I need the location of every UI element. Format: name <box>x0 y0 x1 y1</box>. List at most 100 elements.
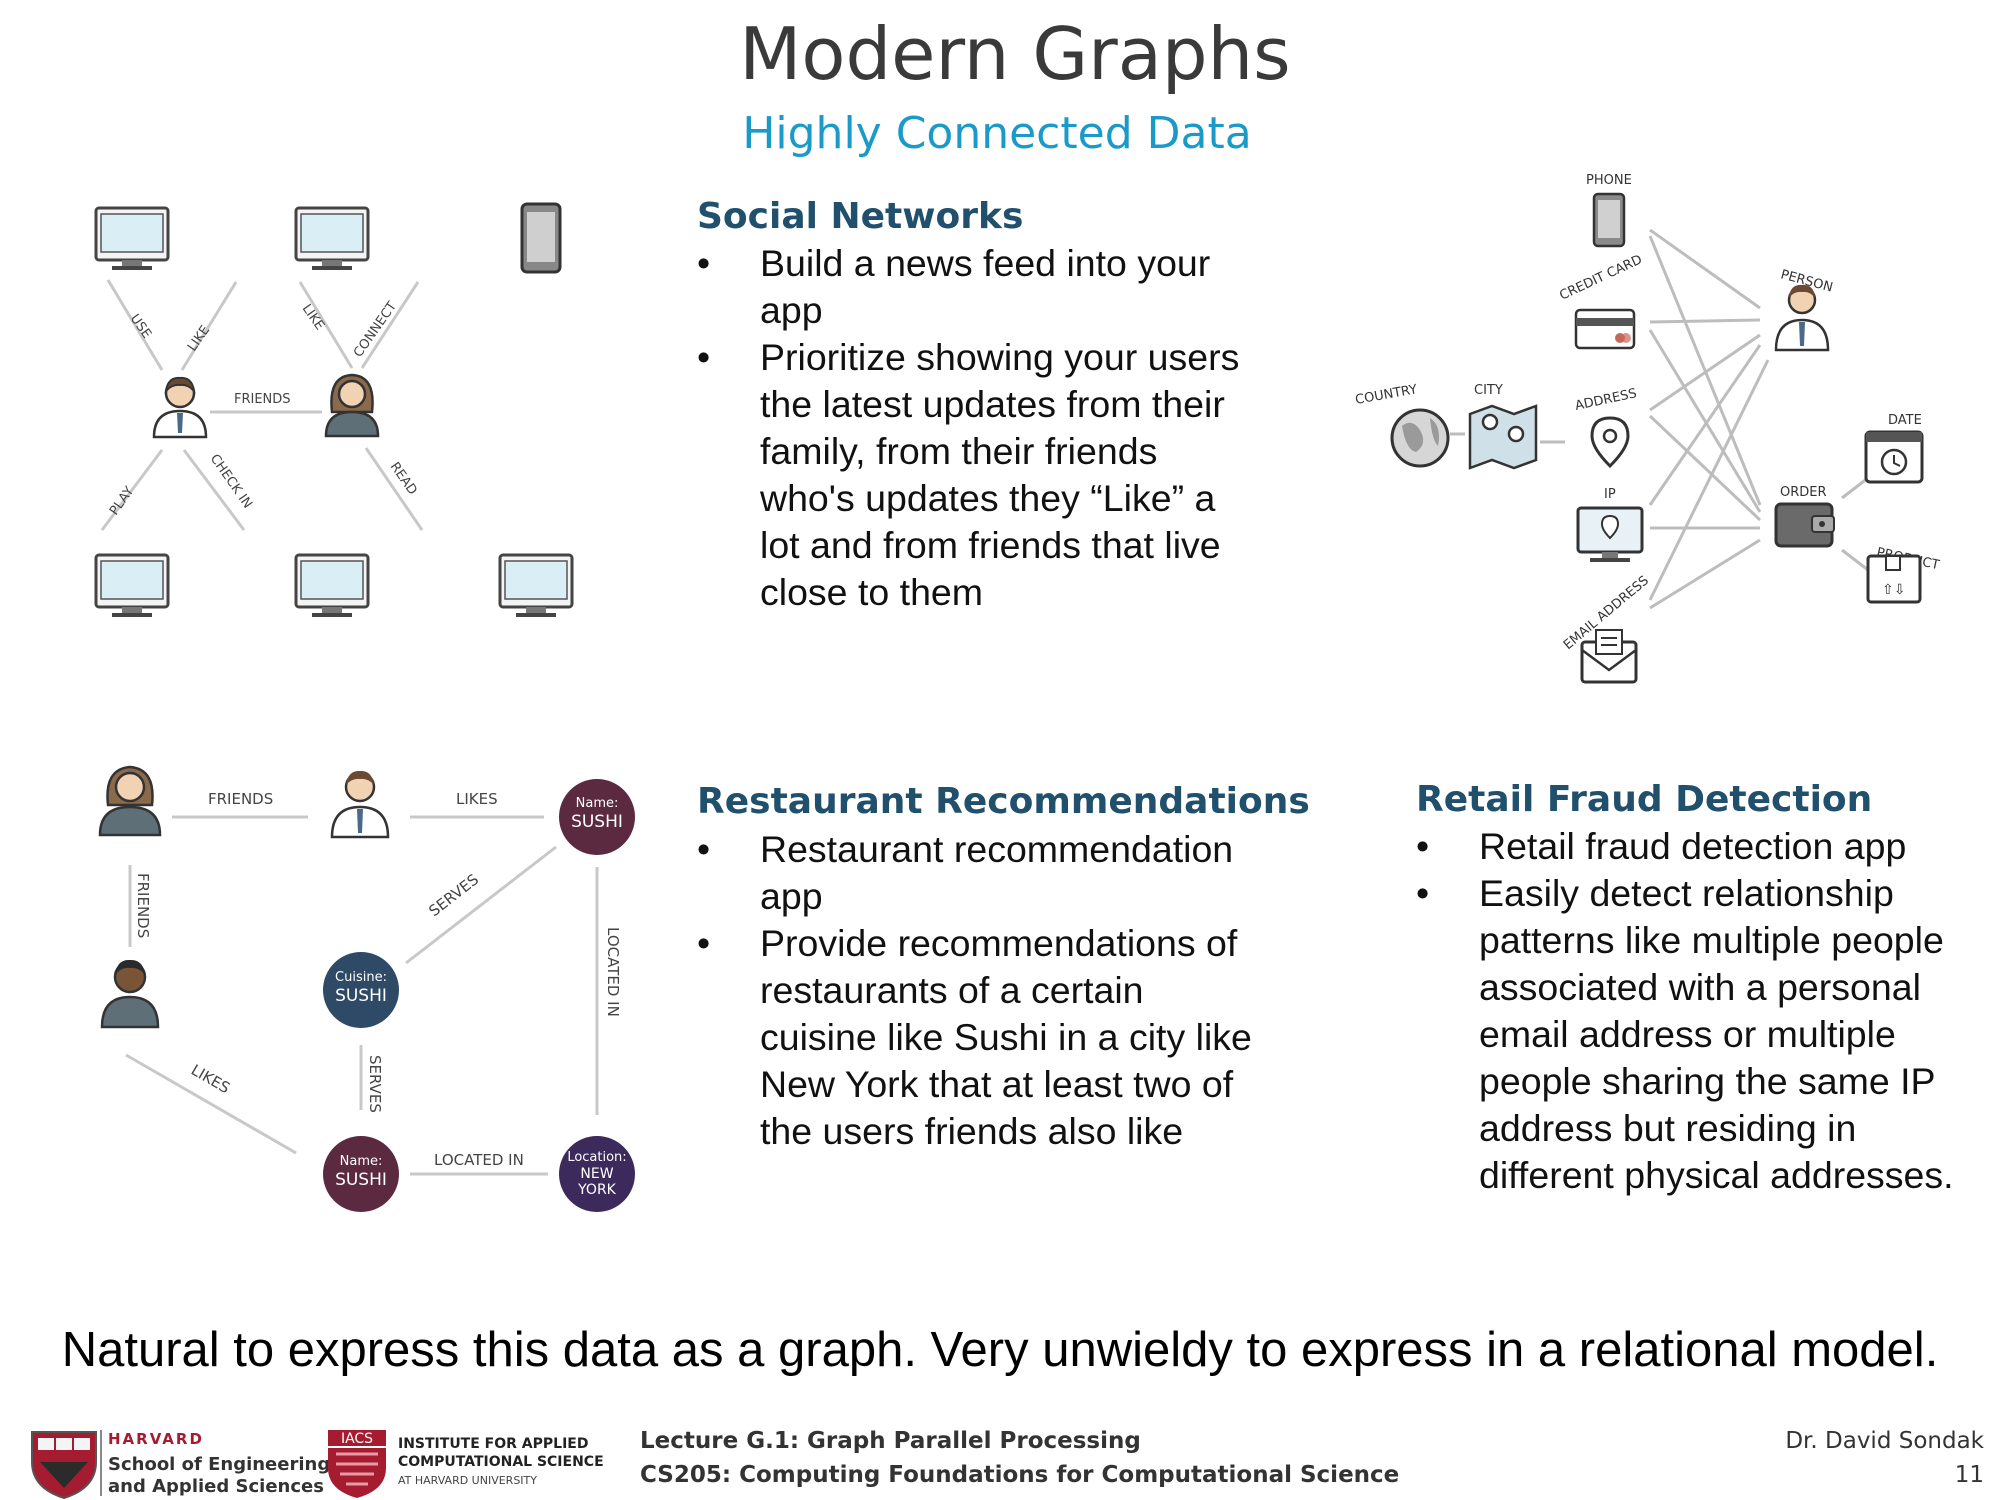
person-icon <box>1774 284 1830 352</box>
monitor-icon <box>94 553 170 619</box>
edge-label-friends: FRIENDS <box>208 790 273 808</box>
edge-label-serves-2: SERVES <box>366 1055 384 1113</box>
edge-label-friends: FRIENDS <box>234 392 291 407</box>
bullet-dot: • <box>1416 825 1430 867</box>
bullet-text: Easily detect relationship patterns like… <box>1479 872 1954 1196</box>
bullet-text: Provide recommendations of restaurants o… <box>760 922 1252 1152</box>
location-pin-icon <box>1590 416 1630 469</box>
edge-label-located-in: LOCATED IN <box>604 927 622 1017</box>
node-label-city: CITY <box>1474 383 1503 398</box>
fraud-edges <box>1450 228 1869 610</box>
location-node: Location: NEW YORK <box>559 1136 635 1212</box>
node-text: SUSHI <box>335 1170 387 1190</box>
edge-label-like-2: LIKE <box>299 302 327 333</box>
lecture-title: Lecture G.1: Graph Parallel Processing <box>640 1428 1141 1454</box>
map-icon <box>1468 404 1538 470</box>
divider <box>100 1430 102 1496</box>
edge-label-located-in-2: LOCATED IN <box>434 1151 524 1169</box>
iacs-line-3: AT HARVARD UNIVERSITY <box>398 1474 537 1487</box>
harvard-shield-icon <box>31 1431 97 1500</box>
list-item: • Retail fraud detection app <box>1416 823 1966 870</box>
box-icon: ⇧⇩ <box>1866 554 1922 604</box>
list-item: • Provide recommendations of restaurants … <box>697 920 1257 1155</box>
restaurant-diagram: FRIENDS LIKES FRIENDS SERVES LOCATED IN … <box>98 765 635 1212</box>
node-label-date: DATE <box>1888 413 1922 428</box>
phone-icon <box>520 202 562 274</box>
bullet-dot: • <box>697 336 711 378</box>
list-item: • Prioritize showing your users the lates… <box>697 334 1257 616</box>
edge-label-check-in: CHECK IN <box>207 452 255 512</box>
iacs-badge-text: IACS <box>341 1431 373 1447</box>
slide-subtitle: Highly Connected Data <box>742 108 1252 159</box>
node-label-phone: PHONE <box>1586 173 1632 188</box>
edge-label-likes-2: LIKES <box>188 1061 233 1097</box>
node-text: SUSHI <box>335 986 387 1006</box>
calendar-icon <box>1864 430 1924 484</box>
restaurant-heading: Restaurant Recommendations <box>697 781 1310 822</box>
bullet-text: Retail fraud detection app <box>1479 825 1907 867</box>
bullet-dot: • <box>697 828 711 870</box>
man-avatar-icon <box>330 770 390 839</box>
node-label-address: ADDRESS <box>1574 386 1638 414</box>
wallet-icon <box>1774 502 1835 548</box>
monitor-icon <box>94 206 170 272</box>
edge-label-connect: CONNECT <box>351 299 400 360</box>
monitor-icon <box>294 206 370 272</box>
bullet-dot: • <box>697 242 711 284</box>
social-heading: Social Networks <box>697 196 1024 237</box>
sushi-node: Name: SUSHI <box>559 779 635 855</box>
page-number: 11 <box>1954 1462 1984 1488</box>
phone-icon <box>1592 192 1626 248</box>
edge-label-likes: LIKES <box>456 790 498 808</box>
node-text: NEW <box>580 1166 613 1182</box>
credit-card-icon <box>1574 308 1636 350</box>
computer-icon <box>1576 506 1644 562</box>
list-item: • Build a news feed into your app <box>697 240 1257 334</box>
conclusion-text: Natural to express this data as a graph.… <box>61 1323 1939 1377</box>
bullet-text: Build a news feed into your app <box>760 242 1211 331</box>
monitor-icon <box>498 553 574 619</box>
woman-avatar-icon <box>324 373 380 438</box>
node-label-ip: IP <box>1604 487 1616 502</box>
harvard-wordmark: HARVARD <box>108 1430 204 1448</box>
node-text: Location: <box>567 1150 626 1165</box>
iacs-line-1: INSTITUTE FOR APPLIED <box>398 1436 589 1452</box>
course-title: CS205: Computing Foundations for Computa… <box>640 1462 1400 1488</box>
edge-label-serves: SERVES <box>425 870 482 920</box>
social-edges <box>100 279 424 531</box>
edge-label-friends-2: FRIENDS <box>134 873 152 938</box>
fraud-bullets: • Retail fraud detection app • Easily dete… <box>1416 823 1966 1199</box>
seas-line-2: and Applied Sciences <box>108 1476 324 1497</box>
list-item: • Easily detect relationship patterns lik… <box>1416 870 1966 1199</box>
bullet-text: Prioritize showing your users the latest… <box>760 336 1240 613</box>
man-avatar-icon <box>100 959 160 1029</box>
monitor-icon <box>294 553 370 619</box>
node-label-credit-card: CREDIT CARD <box>1557 252 1644 303</box>
list-item: • Restaurant recommendation app <box>697 826 1257 920</box>
author-name: Dr. David Sondak <box>1785 1428 1984 1454</box>
envelope-icon <box>1580 629 1638 684</box>
svg-text:⇧⇩: ⇧⇩ <box>1882 582 1905 598</box>
node-text: Name: <box>340 1154 383 1169</box>
node-text: Cuisine: <box>335 970 387 985</box>
iacs-shield-icon: IACS <box>328 1430 386 1498</box>
slide-title: Modern Graphs <box>739 12 1291 96</box>
node-label-order: ORDER <box>1780 485 1827 500</box>
node-label-country: COUNTRY <box>1354 382 1418 408</box>
edge-label-read: READ <box>387 460 420 498</box>
woman-avatar-icon <box>98 765 162 837</box>
bullet-text: Restaurant recommendation app <box>760 828 1234 917</box>
sushi-node: Name: SUSHI <box>323 1136 399 1212</box>
globe-icon <box>1390 408 1450 468</box>
restaurant-bullets: • Restaurant recommendation app • Provide … <box>697 826 1257 1155</box>
restaurant-edges <box>125 815 599 1176</box>
bullet-dot: • <box>697 922 711 964</box>
social-bullets: • Build a news feed into your app • Priori… <box>697 240 1257 616</box>
cuisine-node: Cuisine: SUSHI <box>323 952 399 1028</box>
fraud-detection-diagram: PHONE CREDIT CARD PERSON COUNTRY CITY AD… <box>1354 173 1941 684</box>
iacs-line-2: COMPUTATIONAL SCIENCE <box>398 1454 604 1470</box>
fraud-heading: Retail Fraud Detection <box>1416 779 1873 820</box>
node-text: YORK <box>577 1182 617 1198</box>
bullet-dot: • <box>1416 872 1430 914</box>
node-text: SUSHI <box>571 812 623 832</box>
